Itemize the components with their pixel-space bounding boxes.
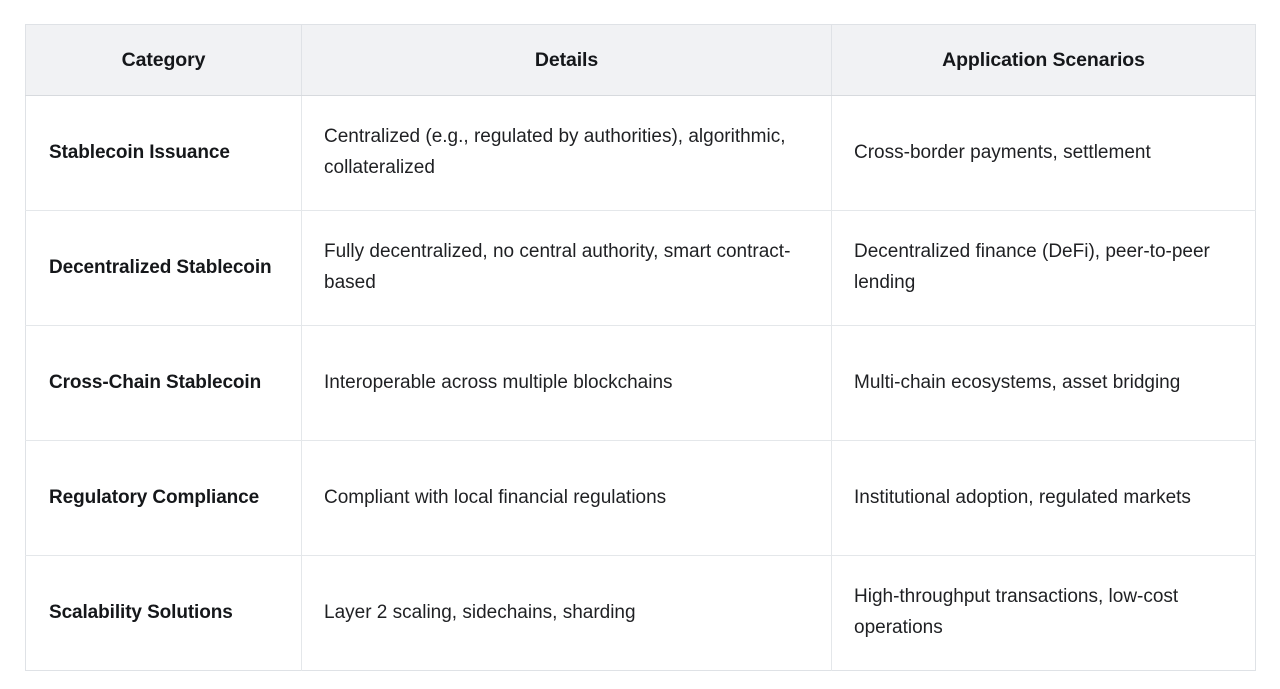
cell-scenarios-text: Decentralized finance (DeFi), peer-to-pe…	[854, 241, 1210, 293]
table-row: Stablecoin Issuance Centralized (e.g., r…	[25, 95, 1256, 211]
cell-scenarios-text: Cross-border payments, settlement	[854, 141, 1151, 163]
cell-category-text: Stablecoin Issuance	[49, 141, 230, 163]
cell-details-text: Centralized (e.g., regulated by authorit…	[324, 126, 786, 178]
stablecoin-overview-table: Category Details Application Scenarios S…	[25, 24, 1256, 671]
cell-category-text: Decentralized Stablecoin	[49, 256, 272, 278]
cell-details: Centralized (e.g., regulated by authorit…	[301, 95, 832, 211]
cell-category: Stablecoin Issuance	[25, 95, 302, 211]
table-row: Decentralized Stablecoin Fully decentral…	[25, 210, 1256, 326]
cell-category-text: Scalability Solutions	[49, 601, 233, 623]
cell-scenarios: Institutional adoption, regulated market…	[831, 440, 1256, 556]
table-header: Category Details Application Scenarios	[25, 24, 1256, 96]
column-header-details: Details	[301, 24, 832, 96]
cell-scenarios: Multi-chain ecosystems, asset bridging	[831, 325, 1256, 441]
cell-details-text: Fully decentralized, no central authorit…	[324, 241, 791, 293]
header-row: Category Details Application Scenarios	[25, 24, 1256, 96]
cell-details: Layer 2 scaling, sidechains, sharding	[301, 555, 832, 671]
column-header-scenarios: Application Scenarios	[831, 24, 1256, 96]
cell-details: Fully decentralized, no central authorit…	[301, 210, 832, 326]
cell-scenarios: High-throughput transactions, low-cost o…	[832, 556, 1256, 671]
table-body: Stablecoin Issuance Centralized (e.g., r…	[25, 95, 1256, 671]
cell-category: Regulatory Compliance	[25, 440, 302, 556]
cell-details-text: Layer 2 scaling, sidechains, sharding	[324, 601, 636, 623]
table-row: Scalability Solutions Layer 2 scaling, s…	[25, 555, 1256, 671]
cell-details: Interoperable across multiple blockchain…	[301, 325, 832, 441]
cell-category: Decentralized Stablecoin	[25, 210, 302, 326]
table-row: Cross-Chain Stablecoin Interoperable acr…	[25, 325, 1256, 441]
cell-category-text: Cross-Chain Stablecoin	[49, 371, 262, 393]
cell-scenarios-text: High-throughput transactions, low-cost o…	[854, 586, 1179, 638]
cell-category: Cross-Chain Stablecoin	[25, 325, 302, 441]
cell-details-text: Compliant with local financial regulatio…	[324, 486, 667, 508]
cell-category-text: Regulatory Compliance	[49, 486, 260, 508]
table-row: Regulatory Compliance Compliant with loc…	[25, 440, 1256, 556]
cell-scenarios-text: Institutional adoption, regulated market…	[854, 486, 1191, 508]
cell-scenarios: Cross-border payments, settlement	[831, 95, 1256, 211]
column-header-category: Category	[25, 24, 302, 96]
cell-details: Compliant with local financial regulatio…	[301, 440, 832, 556]
cell-details-text: Interoperable across multiple blockchain…	[324, 371, 673, 393]
cell-category: Scalability Solutions	[25, 555, 302, 671]
cell-scenarios-text: Multi-chain ecosystems, asset bridging	[854, 371, 1181, 393]
cell-scenarios: Decentralized finance (DeFi), peer-to-pe…	[831, 210, 1256, 326]
